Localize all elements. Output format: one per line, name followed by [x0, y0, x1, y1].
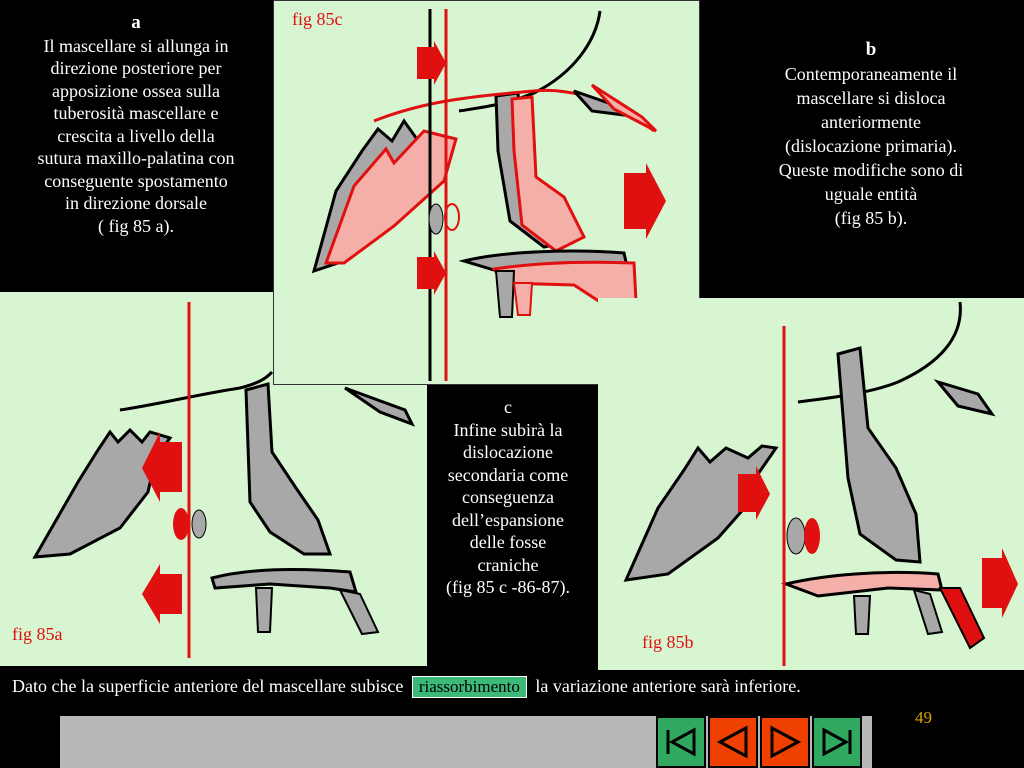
text-c-line: (fig 85 c -86-87).	[446, 577, 570, 597]
text-b-line: mascellare si disloca	[796, 88, 946, 108]
text-c-line: secondaria come	[447, 464, 569, 485]
sphenoid-process	[344, 386, 416, 427]
text-block-b: b Contemporaneamente il mascellare si di…	[740, 38, 1002, 230]
text-b-line: (dislocazione primaria).	[785, 136, 957, 156]
text-c-line: dislocazione	[463, 442, 553, 462]
arrow-right-3	[624, 163, 666, 239]
text-b-line: uguale entità	[824, 184, 918, 204]
heading-c: c	[504, 397, 512, 417]
last-slide-button[interactable]	[812, 716, 862, 768]
text-a-line: in direzione dorsale	[65, 193, 207, 213]
text-a-line: conseguente spostamento	[44, 170, 228, 191]
sphenoid-red	[590, 83, 658, 133]
arrow-right-1	[417, 41, 446, 85]
palate-bone	[210, 568, 359, 594]
first-slide-button[interactable]	[656, 716, 706, 768]
next-slide-button[interactable]	[760, 716, 810, 768]
tuberosity-red-outline	[444, 203, 460, 231]
tooth-red	[938, 587, 986, 650]
arrow-left-lower	[142, 564, 182, 624]
text-b-line: Queste modifiche sono di	[778, 160, 964, 180]
next-slide-icon	[760, 716, 810, 768]
text-block-a: a Il mascellare si allunga in direzione …	[4, 12, 268, 237]
skull-outline	[458, 10, 602, 113]
pterygoid-process	[836, 346, 922, 564]
sphenoid-process	[933, 379, 996, 417]
text-a-line: apposizione ossea sulla	[52, 80, 220, 101]
text-a-line: ( fig 85 a).	[98, 215, 174, 236]
fig-85b-label: fig 85b	[642, 632, 694, 652]
cranial-base-outline	[119, 370, 274, 412]
maxilla-bone	[623, 444, 779, 582]
tooth-2	[912, 588, 944, 636]
pterygoid-process	[244, 382, 333, 556]
skull-outline	[797, 301, 962, 404]
heading-b: b	[865, 39, 877, 60]
arrow-right-far	[982, 548, 1018, 618]
tooth-red	[512, 282, 534, 316]
tooth-2	[338, 588, 380, 636]
arrow-left-upper	[142, 432, 182, 502]
pterygoid-red	[510, 95, 587, 253]
bottom-sentence: Dato che la superficie anteriore del mas…	[12, 676, 801, 698]
previous-slide-button[interactable]	[708, 716, 758, 768]
bottom-text-after: la variazione anteriore sarà inferiore.	[535, 676, 801, 696]
text-c-line: delle fosse	[469, 532, 547, 552]
page-number: 49	[915, 708, 932, 727]
tuberosity-red	[804, 518, 820, 554]
text-c-line: Infine subirà la	[453, 419, 563, 440]
bottom-text-before: Dato che la superficie anteriore del mas…	[12, 676, 404, 696]
tooth-gray	[494, 270, 516, 318]
text-b-line: Contemporaneamente il	[784, 64, 958, 84]
heading-a: a	[131, 12, 141, 33]
tooth-1	[852, 595, 872, 635]
text-a-line: crescita a livello della	[57, 125, 215, 146]
text-a-line: direzione posteriore per	[50, 58, 222, 78]
figure-85c-drawing	[311, 9, 666, 381]
tuberosity-gray	[786, 517, 806, 555]
figure-85b-drawing	[623, 301, 1018, 666]
last-slide-icon	[812, 716, 862, 768]
fig-85c-label: fig 85c	[292, 9, 343, 29]
text-c-line: dell’espansione	[452, 509, 564, 530]
maxilla-red	[323, 129, 458, 265]
arrow-right-maxilla	[738, 466, 770, 520]
tuberosity-gray	[428, 203, 444, 235]
text-b-line: anteriormente	[821, 112, 921, 132]
text-block-c: c Infine subirà la dislocazione secondar…	[424, 396, 592, 599]
text-c-line: conseguenza	[462, 487, 554, 507]
text-a-line: Il mascellare si allunga in	[43, 35, 229, 56]
tuberosity-red	[173, 508, 189, 540]
tooth-1	[254, 587, 274, 633]
text-c-line: craniche	[477, 554, 539, 575]
arrow-right-2	[417, 251, 446, 295]
first-slide-icon	[656, 716, 706, 768]
figure-85a-drawing	[32, 302, 416, 658]
text-b-line: (fig 85 b).	[834, 208, 908, 228]
text-a-line: sutura maxillo-palatina con	[37, 148, 235, 168]
previous-slide-icon	[708, 716, 758, 768]
fig-85a-label: fig 85a	[12, 624, 63, 644]
maxilla-bone	[32, 427, 173, 559]
riassorbimento-highlight: riassorbimento	[411, 676, 527, 698]
figure-85b-panel: fig 85b	[598, 298, 1024, 670]
text-a-line: tuberosità mascellare e	[53, 103, 219, 123]
tuberosity-gray	[191, 509, 207, 539]
